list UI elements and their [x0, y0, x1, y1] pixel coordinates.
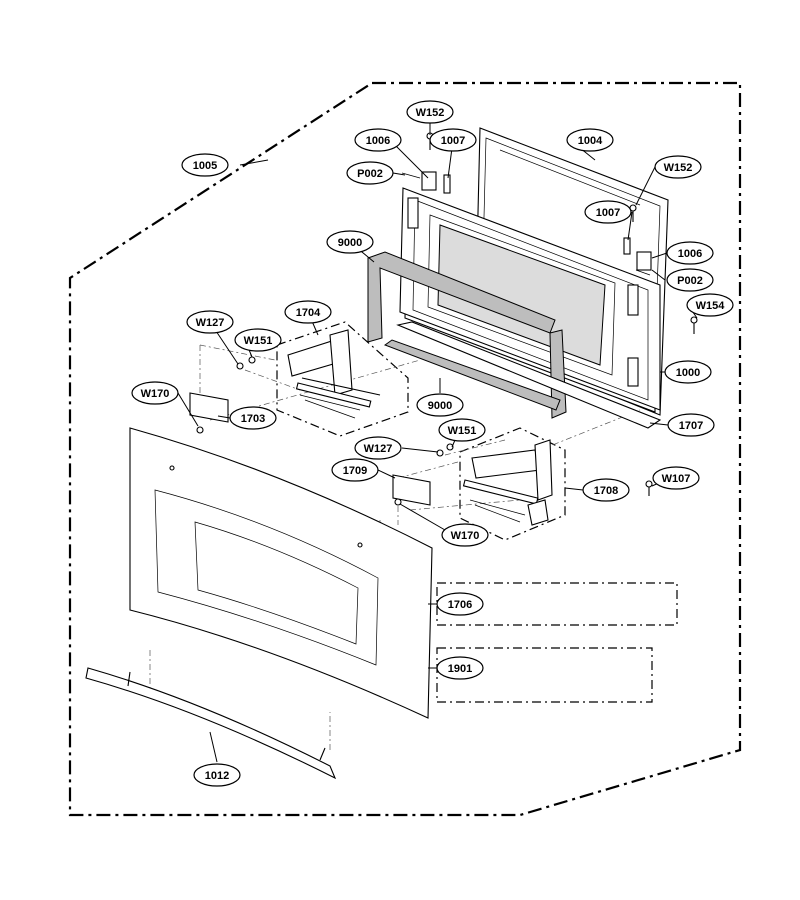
label-1012: 1012	[193, 763, 241, 787]
svg-text:1901: 1901	[448, 663, 472, 675]
inner-door-panel	[399, 187, 661, 413]
label-1704: 1704	[284, 300, 332, 324]
label-w154: W154	[686, 293, 734, 317]
label-1004: 1004	[566, 128, 614, 152]
label-1007-top: 1007	[429, 128, 477, 152]
door-handle	[85, 667, 337, 780]
label-w152-right: W152	[654, 155, 702, 179]
subassembly-box-1704	[276, 321, 409, 437]
label-w127-mid: W127	[354, 436, 402, 460]
hinge-assembly-right	[462, 439, 553, 526]
svg-text:W151: W151	[448, 425, 477, 437]
label-1706: 1706	[436, 592, 484, 616]
svg-text:1000: 1000	[676, 367, 700, 379]
label-w127-left: W127	[186, 310, 234, 334]
svg-text:1707: 1707	[679, 420, 703, 432]
label-1707: 1707	[667, 413, 715, 437]
label-1007-right: 1007	[584, 200, 632, 224]
svg-text:P002: P002	[677, 275, 703, 287]
label-1708: 1708	[582, 478, 630, 502]
svg-text:1005: 1005	[193, 160, 217, 172]
label-w170-mid: W170	[441, 523, 489, 547]
hinge-parts	[401, 171, 652, 276]
label-w170-left: W170	[131, 381, 179, 405]
label-1703: 1703	[229, 406, 277, 430]
svg-text:9000: 9000	[338, 237, 362, 249]
label-1901: 1901	[436, 656, 484, 680]
label-1709: 1709	[331, 458, 379, 482]
svg-text:1004: 1004	[578, 135, 603, 147]
svg-text:W127: W127	[196, 317, 225, 329]
svg-text:9000: 9000	[428, 400, 452, 412]
label-1000: 1000	[664, 360, 712, 384]
bracket-1703	[189, 392, 229, 423]
svg-text:1708: 1708	[594, 485, 618, 497]
subassembly-box-1706	[436, 582, 678, 626]
label-9000-top: 9000	[326, 230, 374, 254]
svg-text:W107: W107	[662, 473, 691, 485]
svg-text:P002: P002	[357, 168, 383, 180]
subassembly-box-1901	[436, 647, 653, 703]
svg-text:W152: W152	[416, 107, 445, 119]
svg-text:1012: 1012	[205, 770, 229, 782]
outer-door-panel	[129, 427, 433, 719]
svg-text:1706: 1706	[448, 599, 472, 611]
svg-text:W151: W151	[244, 335, 273, 347]
subassembly-box-1708	[459, 427, 566, 541]
svg-text:W152: W152	[664, 162, 693, 174]
label-w107: W107	[652, 466, 700, 490]
door-trim-strip	[396, 321, 662, 429]
assembly-boundary	[68, 81, 742, 817]
label-w151-mid: W151	[438, 418, 486, 442]
part-labels: 1005 W152 1006 1007 1004 P002 W152 1007	[131, 100, 734, 787]
hinge-assembly-left	[287, 329, 381, 419]
svg-text:1709: 1709	[343, 465, 367, 477]
label-1005: 1005	[181, 153, 229, 177]
door-gaskets	[367, 251, 567, 419]
svg-text:1007: 1007	[441, 135, 465, 147]
bracket-1709	[392, 474, 431, 506]
label-p002-right: P002	[666, 268, 714, 292]
label-1006-top: 1006	[354, 128, 402, 152]
svg-text:W154: W154	[696, 300, 726, 312]
svg-text:W127: W127	[364, 443, 393, 455]
svg-text:1006: 1006	[678, 248, 702, 260]
svg-text:W170: W170	[451, 530, 480, 542]
svg-text:W170: W170	[141, 388, 170, 400]
label-p002-top: P002	[346, 161, 394, 185]
svg-text:1007: 1007	[596, 207, 620, 219]
label-w152-top: W152	[406, 100, 454, 124]
label-w151-left: W151	[234, 328, 282, 352]
svg-text:1006: 1006	[366, 135, 390, 147]
label-9000-mid: 9000	[416, 393, 464, 417]
label-1006-right: 1006	[666, 241, 714, 265]
svg-text:1704: 1704	[296, 307, 321, 319]
screws	[196, 132, 698, 506]
svg-text:1703: 1703	[241, 413, 265, 425]
